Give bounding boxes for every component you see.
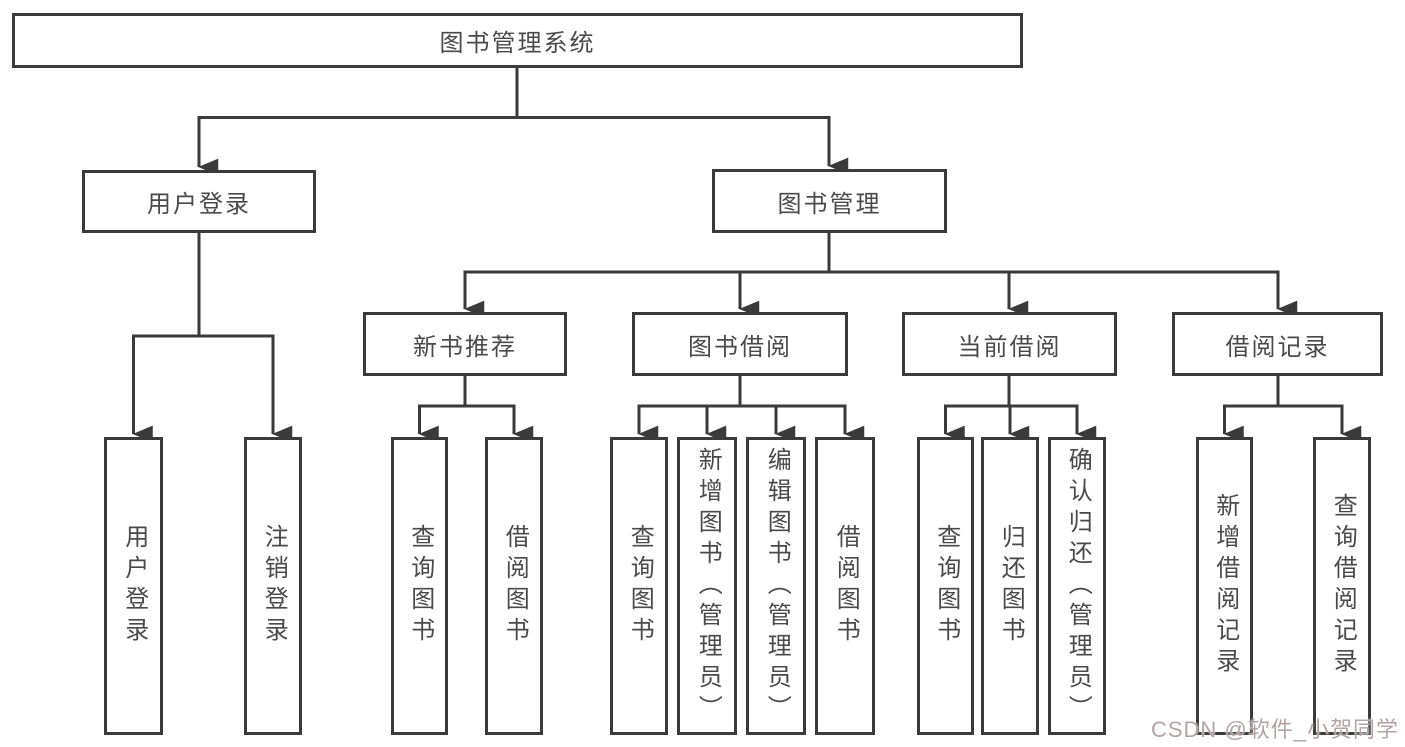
node-current-borrow: 当前借阅 bbox=[902, 312, 1117, 376]
leaf-add-book-admin-label: 新增图书（管理员） bbox=[694, 446, 722, 726]
node-book-borrow: 图书借阅 bbox=[632, 312, 848, 376]
leaf-query-books-2: 查询图书 bbox=[610, 437, 668, 735]
leaf-borrow-books-2-label: 借阅图书 bbox=[832, 524, 860, 648]
leaf-query-borrow-record-label: 查询借阅记录 bbox=[1329, 493, 1357, 679]
node-new-book-recommend: 新书推荐 bbox=[363, 312, 567, 376]
leaf-edit-book-admin-label: 编辑图书（管理员） bbox=[763, 446, 791, 726]
leaf-borrow-books-1-label: 借阅图书 bbox=[501, 524, 529, 648]
leaf-add-book-admin: 新增图书（管理员） bbox=[677, 437, 737, 735]
leaf-return-book-label: 归还图书 bbox=[997, 524, 1025, 648]
leaf-add-borrow-record-label: 新增借阅记录 bbox=[1211, 493, 1239, 679]
node-book-management: 图书管理 bbox=[712, 169, 947, 233]
leaf-add-borrow-record: 新增借阅记录 bbox=[1196, 437, 1253, 735]
leaf-query-books-3-label: 查询图书 bbox=[932, 524, 960, 648]
leaf-logout-login: 注销登录 bbox=[244, 437, 302, 735]
csdn-watermark: CSDN @软件_小贺同学 bbox=[1150, 717, 1399, 742]
leaf-edit-book-admin: 编辑图书（管理员） bbox=[746, 437, 806, 735]
leaf-query-books-2-label: 查询图书 bbox=[626, 524, 654, 648]
leaf-borrow-books-1: 借阅图书 bbox=[485, 437, 543, 735]
leaf-query-borrow-record: 查询借阅记录 bbox=[1313, 437, 1371, 735]
leaf-return-book: 归还图书 bbox=[981, 437, 1039, 735]
leaf-confirm-return-admin: 确认归还（管理员） bbox=[1048, 437, 1106, 735]
leaf-confirm-return-admin-label: 确认归还（管理员） bbox=[1064, 446, 1092, 726]
node-root: 图书管理系统 bbox=[12, 13, 1023, 68]
leaf-logout-login-label: 注销登录 bbox=[260, 524, 288, 648]
leaf-user-login: 用户登录 bbox=[104, 437, 163, 735]
node-user-login: 用户登录 bbox=[82, 170, 316, 233]
leaf-user-login-label: 用户登录 bbox=[120, 524, 148, 648]
node-borrow-records: 借阅记录 bbox=[1172, 312, 1383, 376]
leaf-borrow-books-2: 借阅图书 bbox=[815, 437, 875, 735]
leaf-query-books-1-label: 查询图书 bbox=[406, 524, 434, 648]
leaf-query-books-3: 查询图书 bbox=[917, 437, 974, 735]
leaf-query-books-1: 查询图书 bbox=[391, 437, 448, 735]
